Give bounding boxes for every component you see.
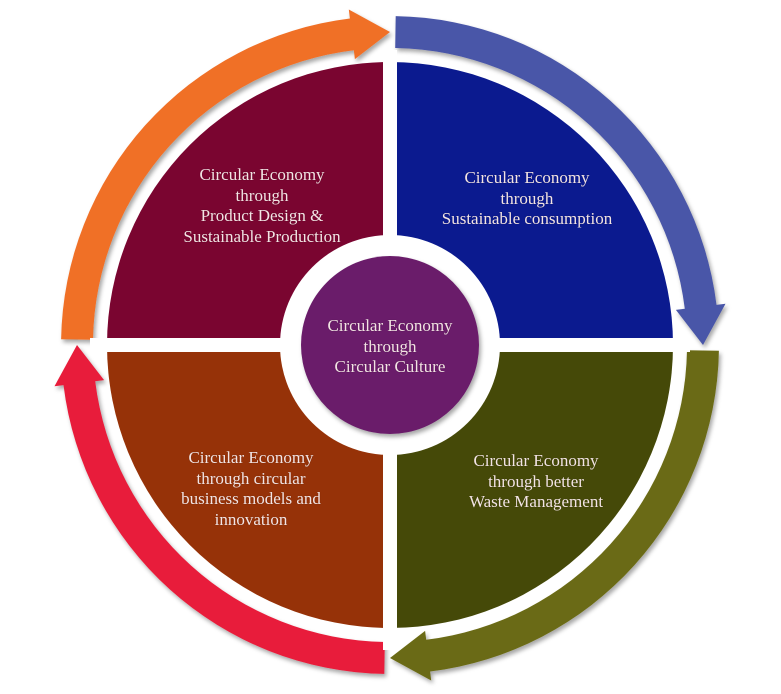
arrow-red: [54, 345, 385, 674]
label-line: Circular Culture: [334, 357, 446, 376]
label-line: Circular Economy: [327, 316, 453, 335]
label-line: Circular Economy: [188, 448, 314, 467]
quadrant-label-waste-management: Circular Economy through better Waste Ma…: [469, 451, 603, 513]
label-line: through: [235, 185, 289, 205]
arrow-olive: [390, 350, 719, 681]
center-label-circular-culture: Circular Economy through Circular Cultur…: [327, 316, 452, 378]
label-line: Product Design &: [200, 206, 324, 225]
label-line: Waste Management: [468, 492, 604, 511]
quadrant-label-product-design: Circular Economy through Product Design …: [183, 165, 340, 247]
quadrant-label-business-models: Circular Economy through circular busine…: [181, 448, 321, 530]
center-circle: [301, 256, 479, 434]
label-line: Sustainable Production: [183, 226, 341, 246]
label-line: through: [500, 188, 554, 208]
label-line: through better: [488, 471, 584, 491]
label-line: innovation: [214, 509, 288, 529]
label-line: through: [363, 336, 417, 356]
label-line: Sustainable consumption: [441, 209, 613, 228]
quadrant-label-sustainable-consumption: Circular Economy through Sustainable con…: [442, 168, 612, 230]
label-line: Circular Economy: [464, 168, 590, 187]
label-line: Circular Economy: [199, 165, 325, 184]
arrow-orange: [61, 9, 390, 340]
label-line: business models and: [181, 489, 321, 508]
arrow-blue: [395, 16, 726, 345]
label-line: through circular: [196, 468, 306, 488]
label-line: Circular Economy: [473, 451, 599, 470]
